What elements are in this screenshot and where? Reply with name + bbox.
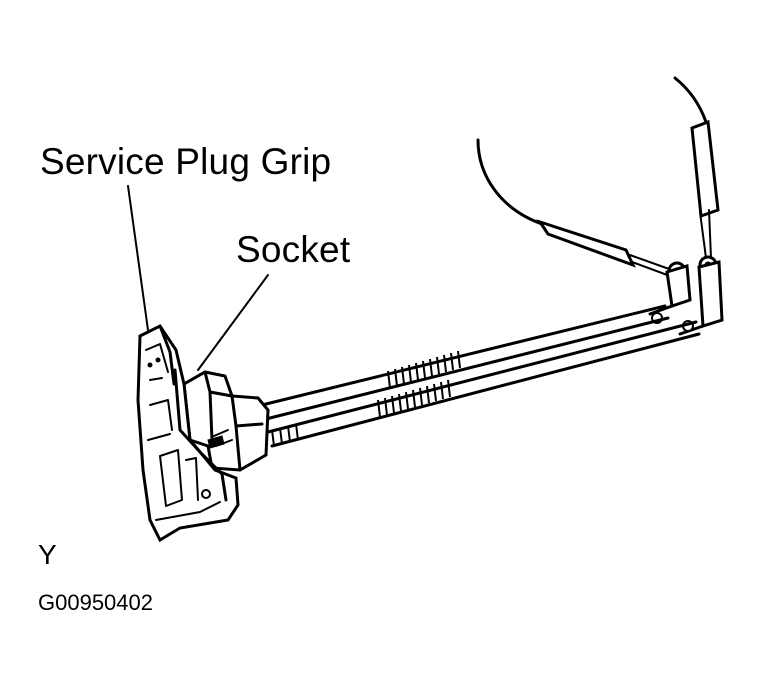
lower-rod [266, 320, 701, 448]
upper-rod [260, 304, 670, 421]
service-plug-grip [136, 324, 240, 543]
leader-lines [127, 185, 269, 371]
grip-leader-line [127, 185, 149, 331]
service-plug-grip-label: Service Plug Grip [40, 141, 332, 182]
upper-wire-lead [673, 76, 720, 275]
figure-code-label: G00950402 [38, 590, 153, 615]
lower-wire-lead [476, 138, 687, 281]
rod-threads [271, 350, 461, 447]
socket-leader-line [197, 274, 269, 371]
socket-label: Socket [236, 229, 351, 270]
socket-body [182, 370, 270, 472]
view-letter-label: Y [38, 539, 57, 570]
